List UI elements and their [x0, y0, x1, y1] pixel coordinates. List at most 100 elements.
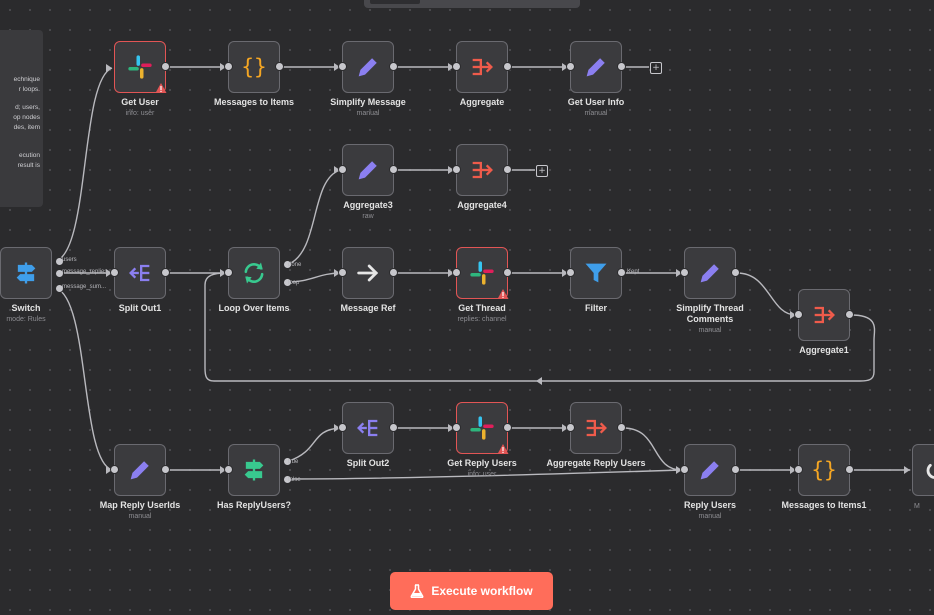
arrowhead [334, 63, 340, 71]
node-aggregate-reply-users[interactable]: Aggregate Reply Users [546, 402, 646, 468]
output-handle[interactable] [389, 62, 398, 71]
node-aggregate4[interactable]: Aggregate4 [452, 144, 512, 210]
node-aggregate1[interactable]: Aggregate1 [794, 289, 854, 355]
input-handle[interactable] [338, 423, 347, 432]
node-loop-over-items[interactable]: Loop Over Items [218, 247, 292, 313]
execute-workflow-button[interactable]: Execute workflow [390, 572, 553, 610]
output-handle[interactable] [503, 423, 512, 432]
edge-aggregatereply-replyusers [622, 427, 683, 471]
input-handle[interactable] [224, 62, 233, 71]
node-messages-to-items1[interactable]: {} Messages to Items1 [781, 444, 867, 510]
arrowhead [334, 424, 340, 432]
warning-icon[interactable] [497, 288, 509, 300]
output-handle[interactable] [283, 260, 292, 269]
edge-label: true [288, 459, 299, 465]
output-handle[interactable] [55, 269, 64, 278]
output-handle[interactable] [161, 268, 170, 277]
node-label: Messages to Items [213, 97, 295, 107]
output-handle[interactable] [283, 475, 292, 484]
input-handle[interactable] [224, 268, 233, 277]
edge-label: loop [288, 280, 300, 286]
add-node-button[interactable]: + [650, 62, 662, 74]
input-handle[interactable] [110, 465, 119, 474]
input-handle[interactable] [452, 62, 461, 71]
input-handle[interactable] [452, 268, 461, 277]
node-aggregate3[interactable]: Aggregate3 raw [338, 144, 398, 220]
node-offscreen[interactable]: M [912, 444, 934, 524]
warning-icon[interactable] [497, 443, 509, 455]
node-has-reply-users[interactable]: Has ReplyUsers? [217, 444, 292, 510]
node-subtitle: manual [698, 513, 722, 520]
node-simplify-thread-comments[interactable]: Simplify Thread Comments manual [676, 247, 744, 334]
node-switch[interactable]: Switch mode: Rules [0, 247, 64, 323]
output-handle[interactable] [275, 62, 284, 71]
output-handle[interactable] [617, 268, 626, 277]
output-handle[interactable] [617, 62, 626, 71]
node-aggregate[interactable]: Aggregate [452, 41, 512, 107]
node-map-reply-userids[interactable]: Map Reply UserIds manual [100, 444, 180, 520]
arrowhead [790, 466, 796, 474]
output-handle[interactable] [161, 465, 170, 474]
node-get-thread[interactable]: Get Thread replies: channel [452, 247, 512, 323]
sticky-note[interactable]: echnique r loops. d; users, op nodes des… [0, 30, 43, 207]
node-get-user[interactable]: Get User info: user [114, 41, 170, 117]
output-handle[interactable] [389, 268, 398, 277]
output-handle[interactable] [845, 310, 854, 319]
output-handle[interactable] [389, 423, 398, 432]
output-handle[interactable] [731, 465, 740, 474]
output-handle[interactable] [845, 465, 854, 474]
output-handle[interactable] [503, 165, 512, 174]
edge-simplifythread-aggregate1 [736, 272, 797, 316]
output-handle[interactable] [731, 268, 740, 277]
arrowhead [904, 466, 910, 474]
note-line: op nodes [13, 114, 40, 121]
output-handle[interactable] [283, 457, 292, 466]
input-handle[interactable] [794, 465, 803, 474]
output-handle[interactable] [617, 423, 626, 432]
input-handle[interactable] [452, 165, 461, 174]
node-label: Get User [121, 97, 159, 107]
input-handle[interactable] [338, 165, 347, 174]
input-handle[interactable] [566, 62, 575, 71]
node-get-reply-users[interactable]: Get Reply Users info: user [447, 402, 517, 478]
node-label: Simplify Thread Comments [676, 303, 744, 324]
input-handle[interactable] [566, 423, 575, 432]
add-node-button[interactable]: + [536, 165, 548, 177]
node-message-ref[interactable]: Message Ref [338, 247, 398, 313]
output-handle[interactable] [161, 62, 170, 71]
output-handle[interactable] [389, 165, 398, 174]
node-reply-users[interactable]: Reply Users manual [680, 444, 740, 520]
filter-funnel-icon [585, 263, 607, 283]
node-get-user-info[interactable]: Get User Info manual [566, 41, 626, 117]
input-handle[interactable] [566, 268, 575, 277]
input-handle[interactable] [338, 268, 347, 277]
node-label: Has ReplyUsers? [216, 500, 292, 510]
input-handle[interactable] [338, 62, 347, 71]
svg-text:{}: {} [811, 458, 836, 482]
top-toolbar [364, 0, 580, 8]
node-filter[interactable]: Filter [566, 247, 626, 313]
toolbar-tab[interactable] [370, 0, 420, 4]
node-label: Switch [11, 303, 41, 313]
output-handle[interactable] [55, 284, 64, 293]
arrowhead [562, 424, 568, 432]
input-handle[interactable] [680, 268, 689, 277]
warning-icon[interactable] [155, 82, 167, 94]
input-handle[interactable] [680, 465, 689, 474]
node-messages-to-items[interactable]: {} Messages to Items [214, 41, 294, 107]
node-simplify-message[interactable]: Simplify Message manual [330, 41, 406, 117]
execute-workflow-label: Execute workflow [431, 584, 533, 598]
input-handle[interactable] [794, 310, 803, 319]
output-handle[interactable] [503, 268, 512, 277]
output-handle[interactable] [55, 257, 64, 266]
input-handle[interactable] [452, 423, 461, 432]
node-split-out2[interactable]: Split Out2 [338, 402, 398, 468]
output-handle[interactable] [283, 278, 292, 287]
pencil-icon [700, 461, 719, 480]
slack-icon [470, 416, 494, 440]
input-handle[interactable] [224, 465, 233, 474]
node-split-out1[interactable]: Split Out1 [110, 247, 170, 313]
output-handle[interactable] [503, 62, 512, 71]
input-handle[interactable] [110, 268, 119, 277]
